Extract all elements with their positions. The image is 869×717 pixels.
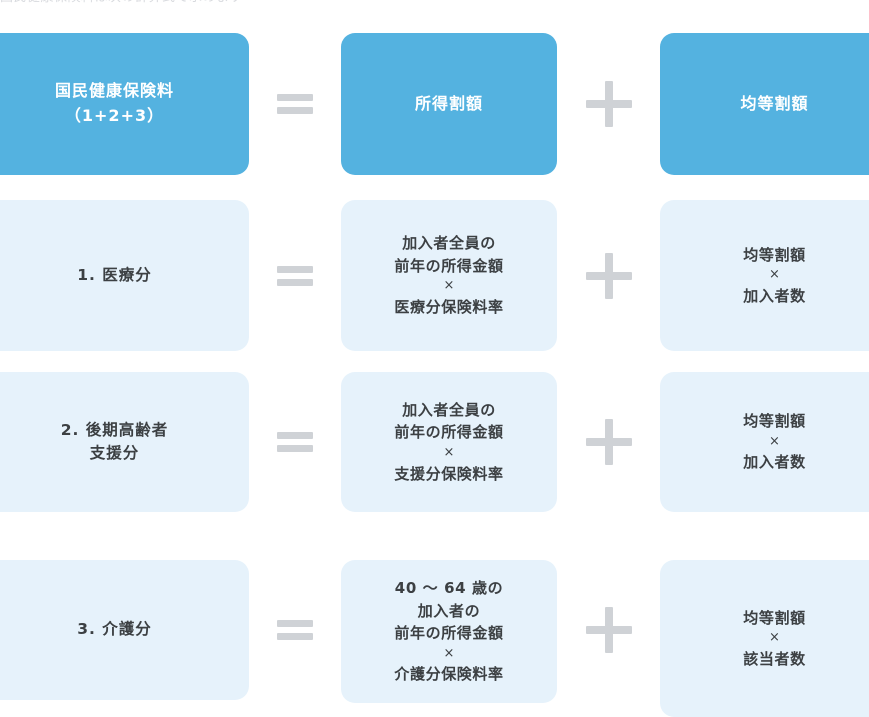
box-percapita-formula-elderly-support: 均等割額 × 加入者数	[660, 372, 869, 512]
box-line: 加入者全員の	[402, 234, 496, 253]
formula-row-medical: 1. 医療分 加入者全員の 前年の所得金額 × 医療分保険料率 均等割額 × 加…	[0, 200, 869, 351]
operator-plus	[557, 33, 660, 175]
box-line: 加入者の	[417, 601, 481, 620]
plus-icon	[585, 81, 632, 127]
box-line: 加入者数	[743, 453, 806, 472]
equals-icon	[277, 94, 313, 114]
box-line: 医療分保険料率	[394, 298, 504, 317]
formula-row-elderly-support: 2. 後期高齢者 支援分 加入者全員の 前年の所得金額 × 支援分保険料率 均等…	[0, 372, 869, 512]
plus-icon	[585, 252, 632, 299]
box-line-times: ×	[443, 444, 455, 460]
diagram-caption: 国民健康保険料は次の計算式で求めます	[0, 0, 869, 3]
operator-equals	[249, 560, 341, 700]
box-line: 40 ～ 64 歳の	[394, 579, 504, 598]
box-line: （1+2+3）	[64, 106, 165, 125]
box-percapita-formula-nursing-care: 均等割額 × 該当者数	[660, 560, 869, 717]
box-line: 国民健康保険料	[54, 81, 174, 101]
box-line: 均等割額	[740, 93, 809, 113]
box-percapita-formula-medical: 均等割額 × 加入者数	[660, 200, 869, 351]
operator-plus	[557, 372, 660, 512]
box-income-formula-medical: 加入者全員の 前年の所得金額 × 医療分保険料率	[341, 200, 557, 351]
operator-plus	[557, 560, 660, 700]
box-line: 3. 介護分	[77, 620, 152, 639]
box-income-based-amount: 所得割額	[341, 33, 557, 175]
operator-plus	[557, 200, 660, 351]
operator-equals	[249, 33, 341, 175]
box-line: 該当者数	[743, 649, 806, 668]
equals-icon	[277, 620, 313, 640]
operator-equals	[249, 372, 341, 512]
box-line-times: ×	[769, 267, 780, 283]
box-line: 所得割額	[414, 93, 483, 113]
box-line: 支援分保険料率	[394, 464, 504, 483]
box-total-premium: 国民健康保険料 （1+2+3）	[0, 33, 249, 175]
box-line: 前年の所得金額	[394, 624, 504, 643]
box-line: 1. 医療分	[77, 265, 152, 284]
box-line: 均等割額	[743, 412, 806, 431]
box-line-times: ×	[443, 645, 455, 661]
box-line: 介護分保険料率	[394, 665, 504, 684]
box-line-times: ×	[769, 433, 780, 449]
box-income-formula-nursing-care: 40 ～ 64 歳の 加入者の 前年の所得金額 × 介護分保険料率	[341, 560, 557, 703]
plus-icon	[585, 419, 632, 465]
box-term-medical: 1. 医療分	[0, 200, 249, 351]
box-line: 前年の所得金額	[394, 256, 504, 275]
box-line-times: ×	[769, 630, 780, 646]
formula-row-header: 国民健康保険料 （1+2+3） 所得割額 均等割額	[0, 33, 869, 175]
box-percapita-amount: 均等割額	[660, 33, 869, 175]
equals-icon	[277, 265, 313, 286]
operator-equals	[249, 200, 341, 351]
box-line: 前年の所得金額	[394, 423, 504, 442]
box-line: 均等割額	[743, 245, 806, 264]
box-line: 均等割額	[743, 608, 806, 627]
box-line: 加入者数	[743, 286, 806, 305]
box-line: 支援分	[89, 444, 140, 462]
box-term-elderly-support: 2. 後期高齢者 支援分	[0, 372, 249, 512]
box-line: 加入者全員の	[402, 400, 496, 419]
box-income-formula-elderly-support: 加入者全員の 前年の所得金額 × 支援分保険料率	[341, 372, 557, 512]
box-line-times: ×	[443, 278, 455, 294]
equals-icon	[277, 432, 313, 452]
box-term-nursing-care: 3. 介護分	[0, 560, 249, 700]
box-line: 2. 後期高齢者	[60, 420, 169, 439]
formula-row-nursing-care: 3. 介護分 40 ～ 64 歳の 加入者の 前年の所得金額 × 介護分保険料率…	[0, 560, 869, 717]
plus-icon	[585, 607, 632, 653]
